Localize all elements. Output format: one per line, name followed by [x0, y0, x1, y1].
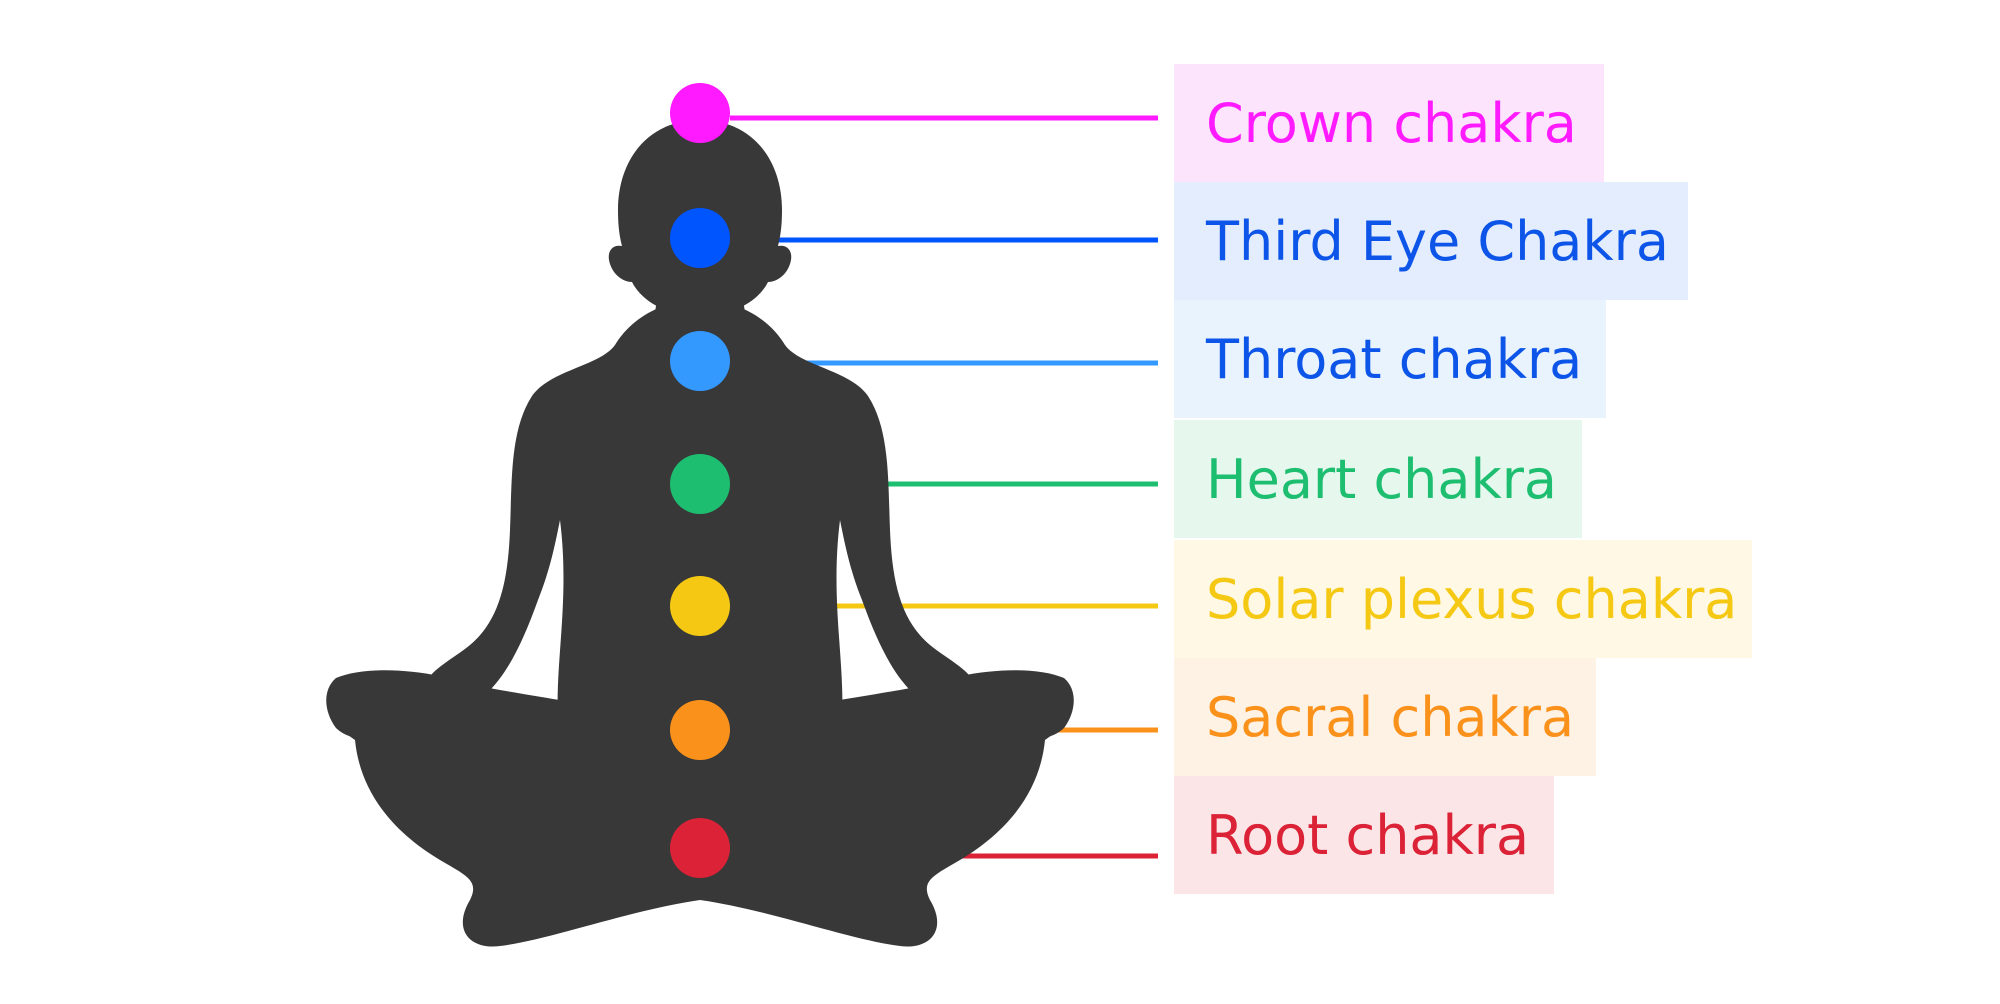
chakra-label-sacral-chakra: Sacral chakra — [1174, 658, 1596, 776]
chakra-dot-heart-chakra — [670, 454, 730, 514]
chakra-dot-sacral-chakra — [670, 700, 730, 760]
chakra-label-solar-plexus-chakra: Solar plexus chakra — [1174, 540, 1752, 658]
chakra-label-root-chakra: Root chakra — [1174, 776, 1554, 894]
chakra-label-text: Root chakra — [1206, 803, 1530, 867]
chakra-label-text: Third Eye Chakra — [1206, 209, 1669, 273]
chakra-dot-throat-chakra — [670, 331, 730, 391]
chakra-dot-solar-plexus-chakra — [670, 576, 730, 636]
chakra-label-crown-chakra: Crown chakra — [1174, 64, 1604, 182]
chakra-dot-root-chakra — [670, 818, 730, 878]
chakra-label-text: Solar plexus chakra — [1206, 567, 1738, 631]
right-hand — [950, 670, 1074, 741]
chakra-points — [670, 83, 730, 878]
chakra-label-heart-chakra: Heart chakra — [1174, 420, 1582, 538]
chakra-label-text: Throat chakra — [1206, 327, 1583, 391]
left-hand — [326, 670, 450, 741]
chakra-label-text: Sacral chakra — [1206, 685, 1575, 749]
lotus-legs — [328, 676, 1072, 947]
chakra-label-third-eye-chakra: Third Eye Chakra — [1174, 182, 1688, 300]
chakra-label-text: Heart chakra — [1206, 447, 1558, 511]
chakra-label-throat-chakra: Throat chakra — [1174, 300, 1606, 418]
chakra-dot-crown-chakra — [670, 83, 730, 143]
chakra-label-text: Crown chakra — [1206, 91, 1577, 155]
chakra-dot-third-eye-chakra — [670, 208, 730, 268]
